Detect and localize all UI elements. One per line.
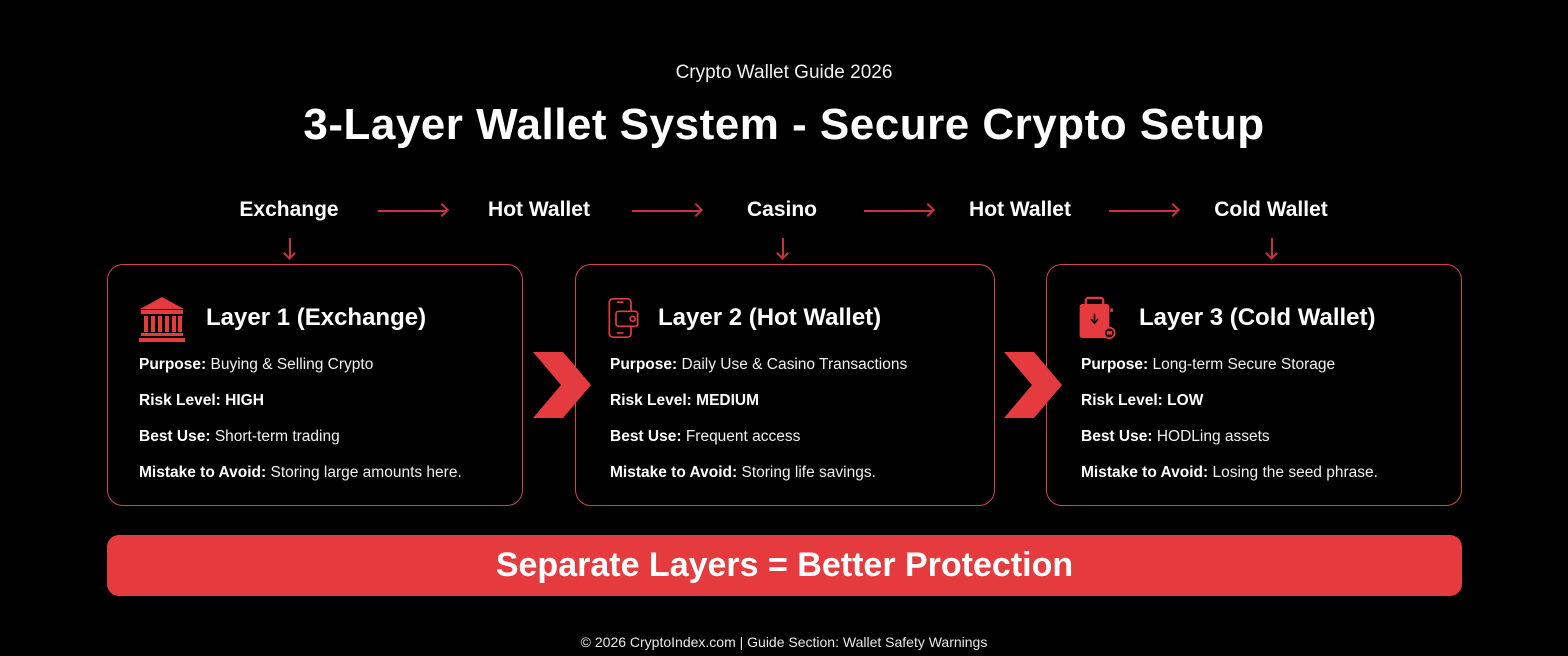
row-best-use: Best Use: Frequent access [610, 428, 801, 445]
layer-card-cold-wallet: Layer 3 (Cold Wallet) Purpose: Long-term… [1046, 264, 1462, 506]
arrow-down-icon [1271, 238, 1273, 258]
row-mistake: Mistake to Avoid: Losing the seed phrase… [1081, 464, 1378, 481]
flow-step-casino: Casino [746, 198, 818, 221]
arrow-right-icon [632, 210, 700, 212]
phone-wallet-icon [608, 298, 639, 338]
arrow-down-icon [289, 238, 291, 258]
flow-step-exchange: Exchange [239, 198, 339, 221]
row-risk-level: Risk Level: LOW [1081, 392, 1204, 409]
flow-step-hot-wallet: Hot Wallet [488, 198, 590, 221]
arrow-right-icon [864, 210, 932, 212]
chevron-right-icon [1004, 352, 1062, 418]
arrow-right-icon [1109, 210, 1177, 212]
row-purpose: Purpose: Long-term Secure Storage [1081, 356, 1336, 373]
layer-card-hot-wallet: Layer 2 (Hot Wallet) Purpose: Daily Use … [575, 264, 995, 506]
bank-icon [139, 297, 185, 342]
chevron-right-icon [533, 352, 591, 418]
row-mistake: Mistake to Avoid: Storing large amounts … [139, 464, 462, 481]
row-best-use: Best Use: Short-term trading [139, 428, 340, 445]
row-best-use: Best Use: HODLing assets [1081, 428, 1270, 445]
card-title: Layer 1 (Exchange) [206, 304, 427, 331]
arrow-down-icon [782, 238, 784, 258]
summary-banner: Separate Layers = Better Protection [107, 535, 1462, 596]
hardware-wallet-icon [1079, 296, 1116, 339]
subtitle: Crypto Wallet Guide 2026 [675, 62, 893, 83]
flow-step-cold-wallet: Cold Wallet [1214, 198, 1328, 221]
card-title: Layer 3 (Cold Wallet) [1139, 304, 1376, 331]
flow-step-hot-wallet-2: Hot Wallet [969, 198, 1071, 221]
footer-credit: © 2026 CryptoIndex.com | Guide Section: … [580, 634, 988, 650]
row-purpose: Purpose: Daily Use & Casino Transactions [610, 356, 908, 373]
row-risk-level: Risk Level: HIGH [139, 392, 264, 409]
arrow-right-icon [378, 210, 446, 212]
layer-card-exchange: Layer 1 (Exchange) Purpose: Buying & Sel… [107, 264, 523, 506]
page-title: 3-Layer Wallet System - Secure Crypto Se… [303, 100, 1265, 149]
row-risk-level: Risk Level: MEDIUM [610, 392, 760, 409]
row-purpose: Purpose: Buying & Selling Crypto [139, 356, 374, 373]
card-title: Layer 2 (Hot Wallet) [658, 304, 882, 331]
row-mistake: Mistake to Avoid: Storing life savings. [610, 464, 876, 481]
